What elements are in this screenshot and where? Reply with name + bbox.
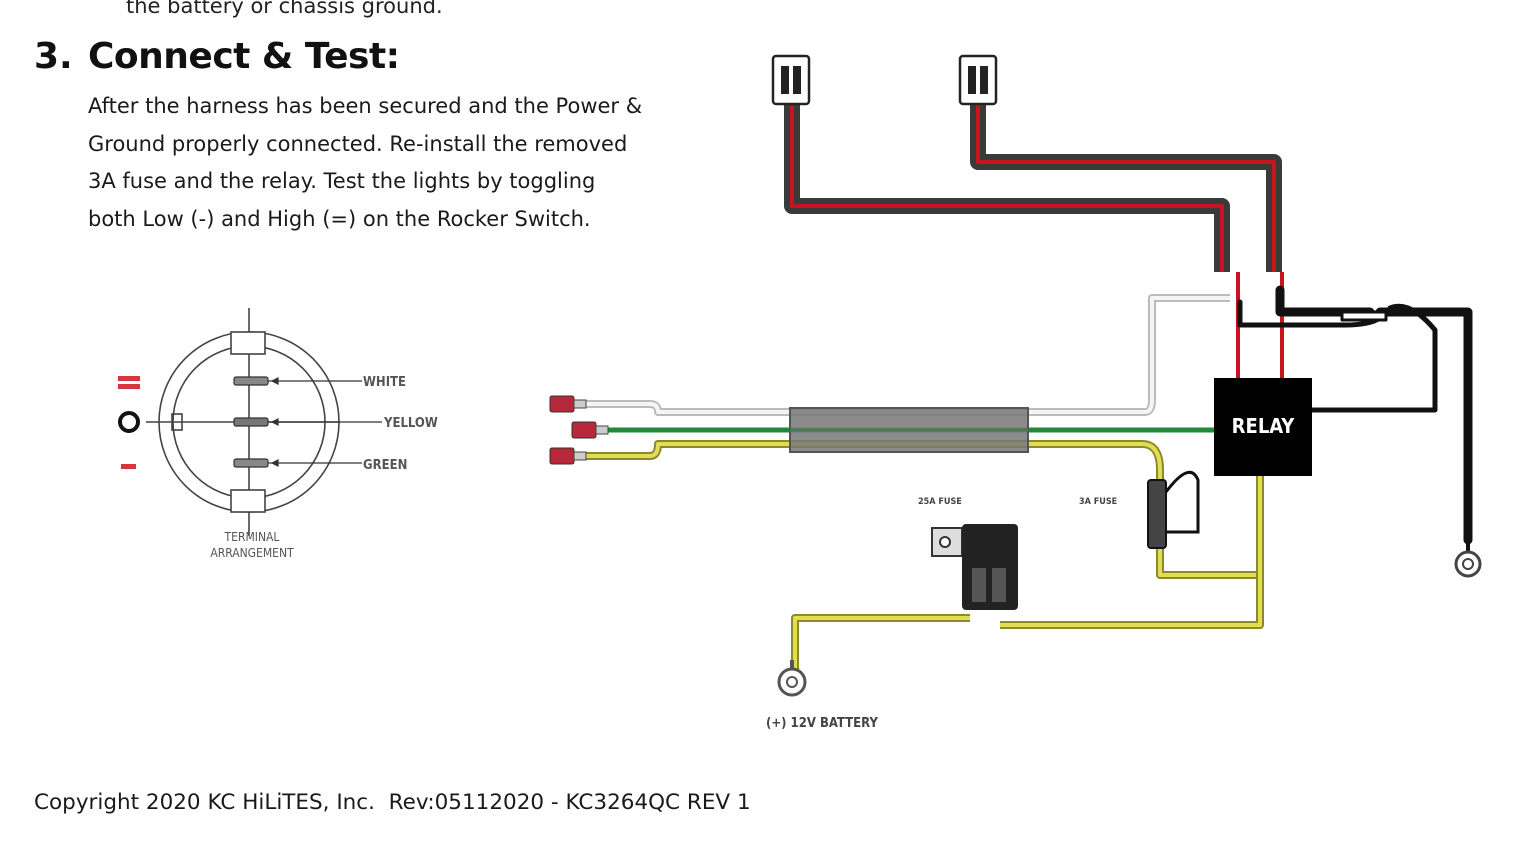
step-instructions: After the harness has been secured and t… bbox=[88, 88, 688, 239]
spade-terminals bbox=[549, 395, 609, 465]
yellow-wire-label: YELLOW bbox=[383, 416, 438, 431]
copyright-footer: Copyright 2020 KC HiLiTES, Inc. Rev:0511… bbox=[34, 790, 751, 815]
fuse-25a-label: 25A FUSE bbox=[918, 497, 962, 507]
battery-label: (+) 12V BATTERY bbox=[766, 716, 878, 731]
instruction-line: 3A fuse and the relay. Test the lights b… bbox=[88, 169, 596, 194]
terminals bbox=[233, 376, 382, 468]
fuse-3a-holder: 3A FUSE bbox=[1079, 470, 1200, 549]
ground-ring-terminal bbox=[1454, 536, 1482, 578]
caption-line-1: TERMINAL bbox=[224, 530, 280, 544]
light-connector-wires bbox=[784, 100, 1284, 380]
instruction-line: Ground properly connected. Re-install th… bbox=[88, 131, 628, 156]
fuse-25a-holder: 25A FUSE bbox=[918, 497, 1018, 610]
light-connector-right bbox=[958, 54, 998, 106]
mode-symbols bbox=[118, 376, 140, 469]
instruction-line: both Low (-) and High (=) on the Rocker … bbox=[88, 207, 591, 232]
wire-bundle-sleeve bbox=[789, 407, 1029, 453]
instruction-line: After the harness has been secured and t… bbox=[88, 94, 643, 118]
double-dash-icon bbox=[118, 376, 140, 389]
fuse-3a-label: 3A FUSE bbox=[1079, 497, 1117, 507]
light-connector-left bbox=[771, 54, 811, 106]
relay-label: RELAY bbox=[1232, 414, 1296, 438]
relay: RELAY bbox=[1214, 378, 1312, 476]
previous-step-text: the battery or chassis ground. bbox=[126, 0, 443, 18]
wiring-harness-diagram: RELAY 3A FUSE 25A FUSE (+) 12V BATTERY bbox=[549, 54, 1482, 731]
white-wire-label: WHITE bbox=[363, 375, 406, 390]
dash-icon bbox=[121, 464, 136, 469]
battery-ring-terminal: (+) 12V BATTERY bbox=[766, 660, 878, 731]
step-number: 3. bbox=[34, 36, 73, 77]
green-wire-label: GREEN bbox=[363, 458, 407, 473]
step-title: Connect & Test: bbox=[88, 36, 400, 77]
caption-line-2: ARRANGEMENT bbox=[210, 546, 294, 560]
circle-icon bbox=[118, 411, 140, 433]
ground-wire bbox=[1237, 285, 1473, 545]
terminal-arrangement-diagram: WHITE YELLOW GREEN TERMINAL ARRANGEMENT bbox=[118, 308, 438, 560]
